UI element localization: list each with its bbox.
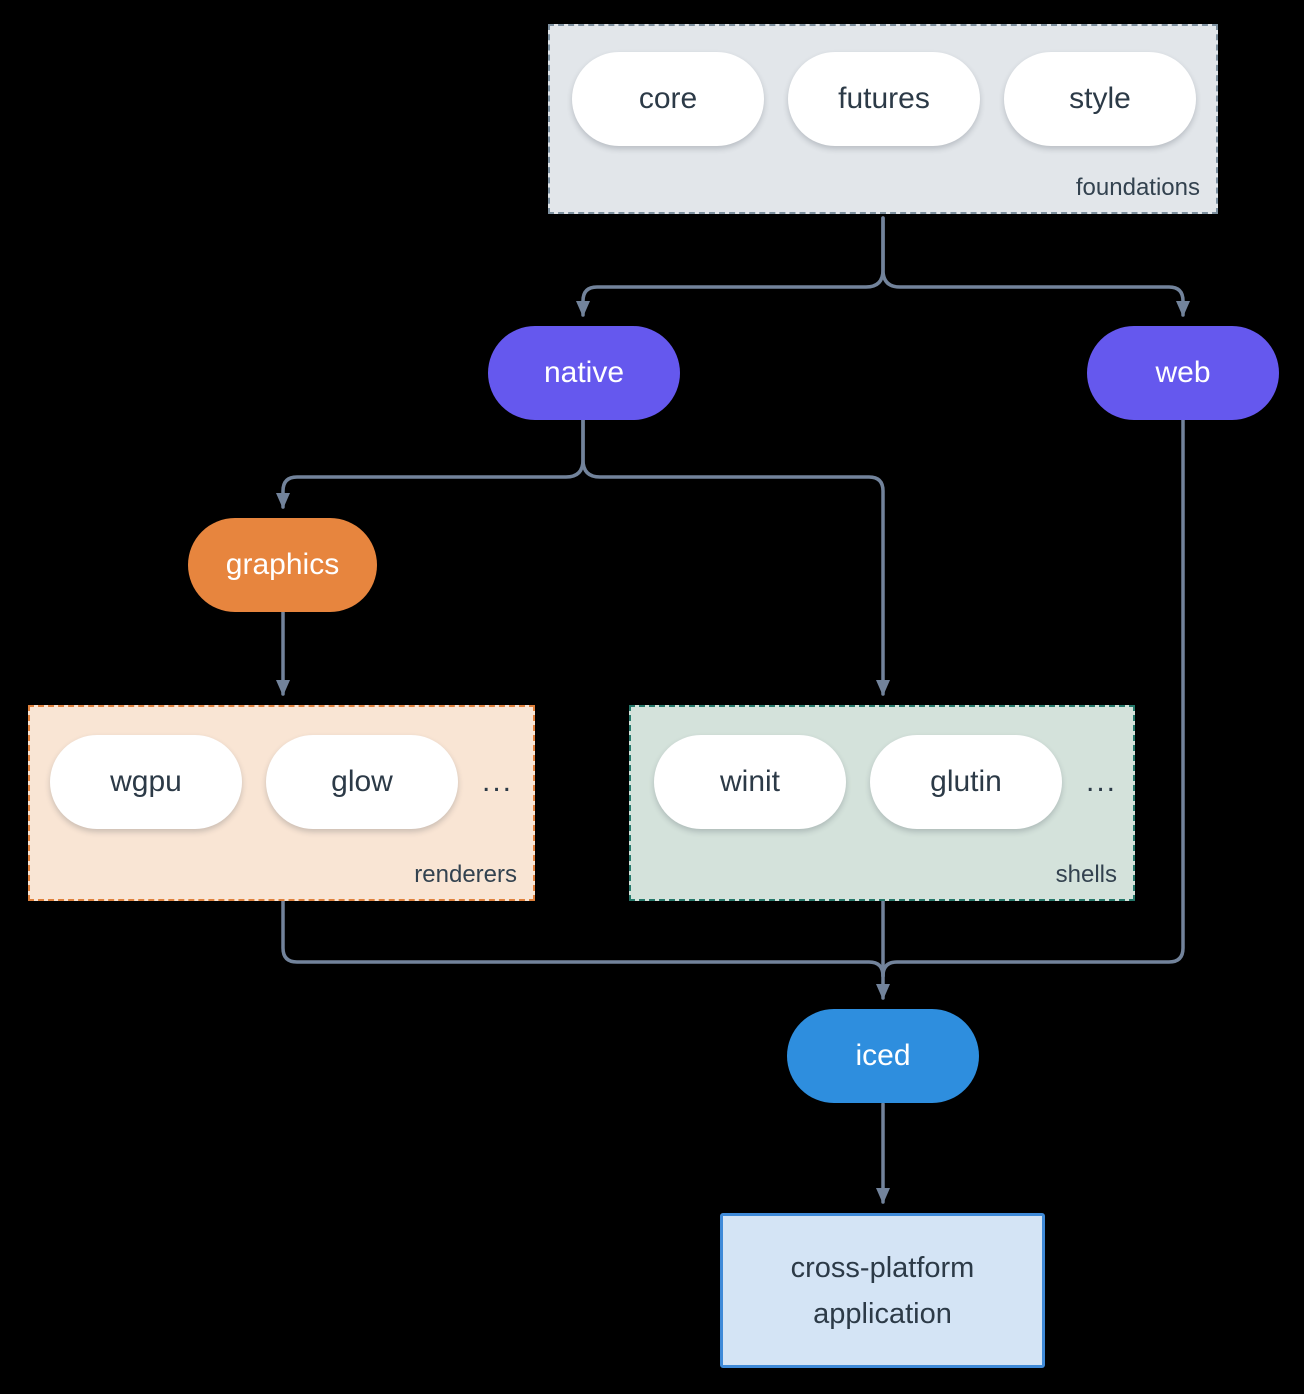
group-shells: winit glutin ... shells: [629, 705, 1135, 901]
node-web-label: web: [1155, 356, 1211, 389]
app-label-line2: application: [813, 1297, 952, 1330]
node-cross-platform-application: cross-platform application: [720, 1213, 1045, 1368]
node-native: native: [488, 326, 680, 420]
node-glutin-label: glutin: [930, 765, 1002, 798]
node-iced: iced: [787, 1009, 979, 1103]
node-winit-label: winit: [719, 765, 780, 798]
node-native-label: native: [543, 356, 625, 389]
shells-pill-row: winit glutin ...: [631, 707, 1133, 829]
edge-native-shells: [581, 418, 890, 696]
node-core-label: core: [638, 82, 698, 115]
shells-ellipsis: ...: [1086, 765, 1118, 798]
group-renderers-label: renderers: [414, 861, 517, 888]
group-renderers: wgpu glow ... renderers: [28, 705, 535, 901]
group-foundations: core futures style foundations: [548, 24, 1218, 214]
node-glutin: glutin: [870, 735, 1062, 829]
node-graphics-label: graphics: [225, 548, 340, 581]
node-iced-label: iced: [855, 1039, 911, 1072]
edge-foundations-web: [881, 216, 1190, 317]
node-futures: futures: [788, 52, 980, 146]
node-core: core: [572, 52, 764, 146]
node-web: web: [1087, 326, 1279, 420]
app-label-line1: cross-platform: [790, 1251, 975, 1284]
edge-renderers-merge: [281, 899, 885, 978]
node-glow: glow: [266, 735, 458, 829]
node-wgpu-label: wgpu: [110, 765, 182, 798]
edge-foundations-native: [576, 216, 885, 317]
node-graphics: graphics: [188, 518, 377, 612]
node-glow-label: glow: [331, 765, 393, 798]
edge-native-graphics: [276, 418, 585, 509]
group-shells-label: shells: [1055, 861, 1117, 888]
renderers-pill-row: wgpu glow ...: [30, 707, 533, 829]
group-foundations-label: foundations: [1075, 174, 1200, 201]
node-style-label: style: [1069, 82, 1131, 115]
node-futures-label: futures: [838, 82, 930, 115]
node-winit: winit: [654, 735, 846, 829]
node-wgpu: wgpu: [50, 735, 242, 829]
node-style: style: [1004, 52, 1196, 146]
renderers-ellipsis: ...: [482, 765, 514, 798]
foundations-pill-row: core futures style: [550, 26, 1216, 146]
